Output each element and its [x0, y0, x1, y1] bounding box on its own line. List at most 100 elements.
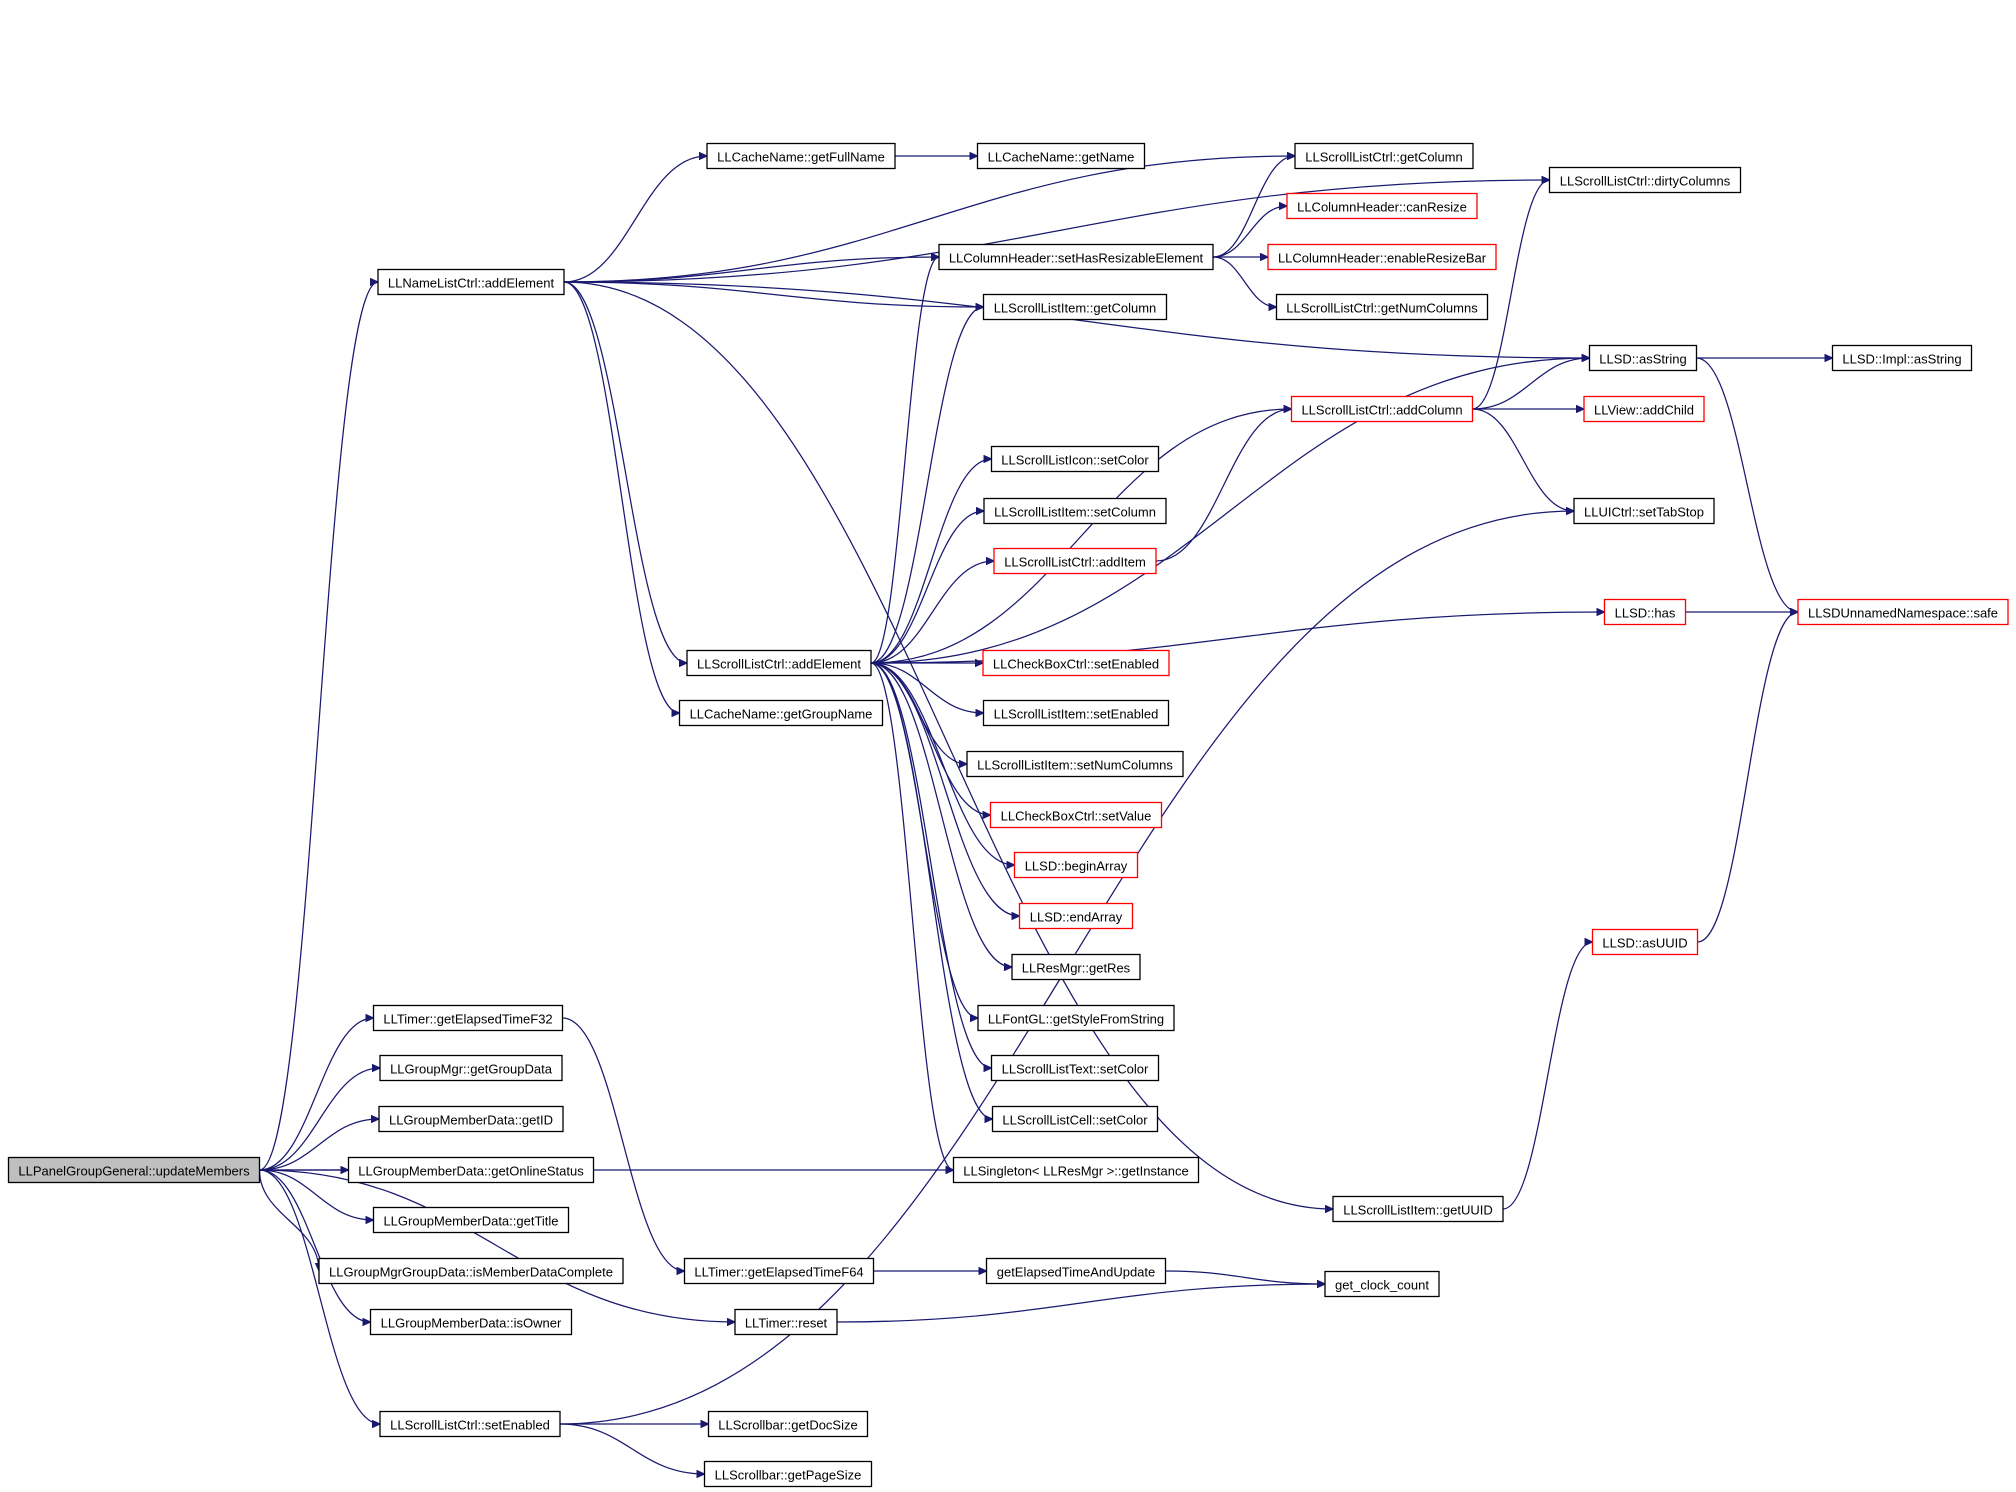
node-singleton[interactable]: LLSingleton< LLResMgr >::getInstance — [952, 1156, 1200, 1184]
edge-slc_add-to-singleton — [870, 662, 954, 1170]
node-gmd_owner[interactable]: LLGroupMemberData::isOwner — [369, 1308, 573, 1336]
node-slc_add[interactable]: LLScrollListCtrl::addElement — [686, 649, 872, 677]
node-label: LLTimer::getElapsedTimeF32 — [383, 1012, 552, 1027]
node-nlc_add[interactable]: LLNameListCtrl::addElement — [377, 268, 565, 296]
node-label: LLScrollListCtrl::addElement — [697, 657, 861, 672]
node-cache_full[interactable]: LLCacheName::getFullName — [706, 142, 896, 170]
edge-nlc_add-to-sli_uuid — [563, 281, 1333, 1209]
node-label: LLGroupMemberData::getID — [389, 1113, 553, 1128]
node-sli_setcol[interactable]: LLScrollListItem::setColumn — [983, 497, 1167, 525]
node-llsd_asuuid[interactable]: LLSD::asUUID — [1591, 928, 1699, 956]
node-sli_enabled[interactable]: LLScrollListItem::setEnabled — [982, 699, 1170, 727]
node-slc_addcol[interactable]: LLScrollListCtrl::addColumn — [1290, 395, 1474, 423]
node-sli_numcols[interactable]: LLScrollListItem::setNumColumns — [966, 750, 1184, 778]
node-slicon_setcolor[interactable]: LLScrollListIcon::setColor — [990, 445, 1160, 473]
node-cache_name[interactable]: LLCacheName::getName — [976, 142, 1146, 170]
node-box — [982, 649, 1170, 677]
node-box — [1548, 166, 1742, 194]
node-box — [952, 1156, 1200, 1184]
node-timer_reset[interactable]: LLTimer::reset — [734, 1308, 838, 1336]
node-sb_pagesize[interactable]: LLScrollbar::getPageSize — [703, 1460, 873, 1488]
node-colh_enable[interactable]: LLColumnHeader::enableResizeBar — [1267, 243, 1497, 271]
node-safe[interactable]: LLSDUnnamedNamespace::safe — [1797, 598, 2009, 626]
node-label: LLCheckBoxCtrl::setEnabled — [993, 657, 1159, 672]
node-cache_group[interactable]: LLCacheName::getGroupName — [678, 699, 884, 727]
node-label: LLScrollListItem::setEnabled — [994, 707, 1159, 722]
edge-root-to-nlc_add — [259, 282, 379, 1171]
node-gmd_online[interactable]: LLGroupMemberData::getOnlineStatus — [347, 1156, 595, 1184]
node-box — [966, 750, 1184, 778]
node-llsd_begin[interactable]: LLSD::beginArray — [1013, 851, 1139, 879]
node-clock[interactable]: get_clock_count — [1324, 1270, 1440, 1298]
node-elapsed_update[interactable]: getElapsedTimeAndUpdate — [985, 1257, 1167, 1285]
node-label: LLView::addChild — [1594, 403, 1694, 418]
edge-nlc_add-to-slc_dirty — [563, 180, 1550, 283]
edge-slc_add-to-llsd_has — [870, 612, 1605, 664]
node-box — [734, 1308, 838, 1336]
node-box — [990, 1054, 1160, 1082]
node-resmgr_getres[interactable]: LLResMgr::getRes — [1011, 953, 1141, 981]
edge-elapsed_update-to-clock — [1165, 1270, 1326, 1284]
node-box — [379, 1410, 561, 1438]
node-box — [989, 801, 1163, 829]
edge-nlc_add-to-slc_getcol — [563, 156, 1295, 283]
node-box — [678, 699, 884, 727]
node-cb_enabled[interactable]: LLCheckBoxCtrl::setEnabled — [982, 649, 1170, 677]
node-llsd_end[interactable]: LLSD::endArray — [1018, 902, 1134, 930]
node-label: LLUICtrl::setTabStop — [1584, 505, 1704, 520]
node-sli_uuid[interactable]: LLScrollListItem::getUUID — [1332, 1195, 1504, 1223]
node-label: LLSD::has — [1615, 606, 1676, 621]
node-label: LLScrollListIcon::setColor — [1001, 453, 1149, 468]
edge-slc_addcol-to-llsd_asstr — [1472, 358, 1590, 410]
node-llsd_has[interactable]: LLSD::has — [1603, 598, 1687, 626]
node-box — [372, 1004, 564, 1032]
node-box — [993, 547, 1157, 575]
node-box — [706, 142, 896, 170]
node-gmgd_complete[interactable]: LLGroupMgrGroupData::isMemberDataComplet… — [318, 1257, 624, 1285]
node-sb_docsize[interactable]: LLScrollbar::getDocSize — [707, 1410, 869, 1438]
node-label: LLScrollListCtrl::setEnabled — [390, 1418, 550, 1433]
node-colh_canres[interactable]: LLColumnHeader::canResize — [1286, 192, 1478, 220]
node-timer_f32[interactable]: LLTimer::getElapsedTimeF32 — [372, 1004, 564, 1032]
node-label: LLSD::asString — [1599, 352, 1686, 367]
node-root[interactable]: LLPanelGroupGeneral::updateMembers — [7, 1156, 261, 1184]
node-impl_asstr[interactable]: LLSD::Impl::asString — [1831, 344, 1973, 372]
node-view_addchild[interactable]: LLView::addChild — [1583, 395, 1705, 423]
edge-nlc_add-to-colh_sethas — [563, 257, 939, 283]
node-box — [372, 1206, 570, 1234]
node-box — [976, 142, 1146, 170]
node-slt_setcolor[interactable]: LLScrollListText::setColor — [990, 1054, 1160, 1082]
node-box — [378, 1105, 564, 1133]
node-timer_f64[interactable]: LLTimer::getElapsedTimeF64 — [683, 1257, 875, 1285]
node-slc_dirty[interactable]: LLScrollListCtrl::dirtyColumns — [1548, 166, 1742, 194]
node-slc_setenabled[interactable]: LLScrollListCtrl::setEnabled — [379, 1410, 561, 1438]
edge-slc_add-to-slt_setcolor — [870, 662, 992, 1068]
node-label: LLColumnHeader::setHasResizableElement — [949, 251, 1204, 266]
node-label: LLSD::Impl::asString — [1842, 352, 1961, 367]
edge-llsd_asstr-to-safe — [1696, 357, 1799, 612]
edge-slc_setenabled-to-sb_pagesize — [559, 1423, 705, 1474]
node-font_style[interactable]: LLFontGL::getStyleFromString — [977, 1004, 1175, 1032]
node-slc_additem[interactable]: LLScrollListCtrl::addItem — [993, 547, 1157, 575]
node-label: get_clock_count — [1335, 1278, 1429, 1293]
node-gmgr_getdata[interactable]: LLGroupMgr::getGroupData — [379, 1054, 563, 1082]
node-label: LLSingleton< LLResMgr >::getInstance — [963, 1164, 1188, 1179]
node-sli_getcol[interactable]: LLScrollListItem::getColumn — [982, 293, 1168, 321]
node-colh_sethas[interactable]: LLColumnHeader::setHasResizableElement — [938, 243, 1214, 271]
node-label: LLGroupMemberData::isOwner — [381, 1316, 562, 1331]
edge-slc_add-to-llsd_end — [870, 662, 1020, 916]
node-box — [985, 1257, 1167, 1285]
node-label: LLGroupMgrGroupData::isMemberDataComplet… — [329, 1265, 613, 1280]
node-gmd_title[interactable]: LLGroupMemberData::getTitle — [372, 1206, 570, 1234]
node-cb_value[interactable]: LLCheckBoxCtrl::setValue — [989, 801, 1163, 829]
edge-slc_add-to-slc_additem — [870, 561, 994, 664]
node-box — [707, 1410, 869, 1438]
node-llsd_asstr[interactable]: LLSD::asString — [1588, 344, 1698, 372]
node-uictrl_tabstop[interactable]: LLUICtrl::setTabStop — [1573, 497, 1715, 525]
node-box — [686, 649, 872, 677]
node-gmd_getid[interactable]: LLGroupMemberData::getID — [378, 1105, 564, 1133]
node-label: LLScrollbar::getPageSize — [715, 1468, 862, 1483]
node-slcell_setcolor[interactable]: LLScrollListCell::setColor — [991, 1105, 1159, 1133]
node-slc_getcol[interactable]: LLScrollListCtrl::getColumn — [1294, 142, 1474, 170]
node-slc_numcols[interactable]: LLScrollListCtrl::getNumColumns — [1275, 293, 1489, 321]
